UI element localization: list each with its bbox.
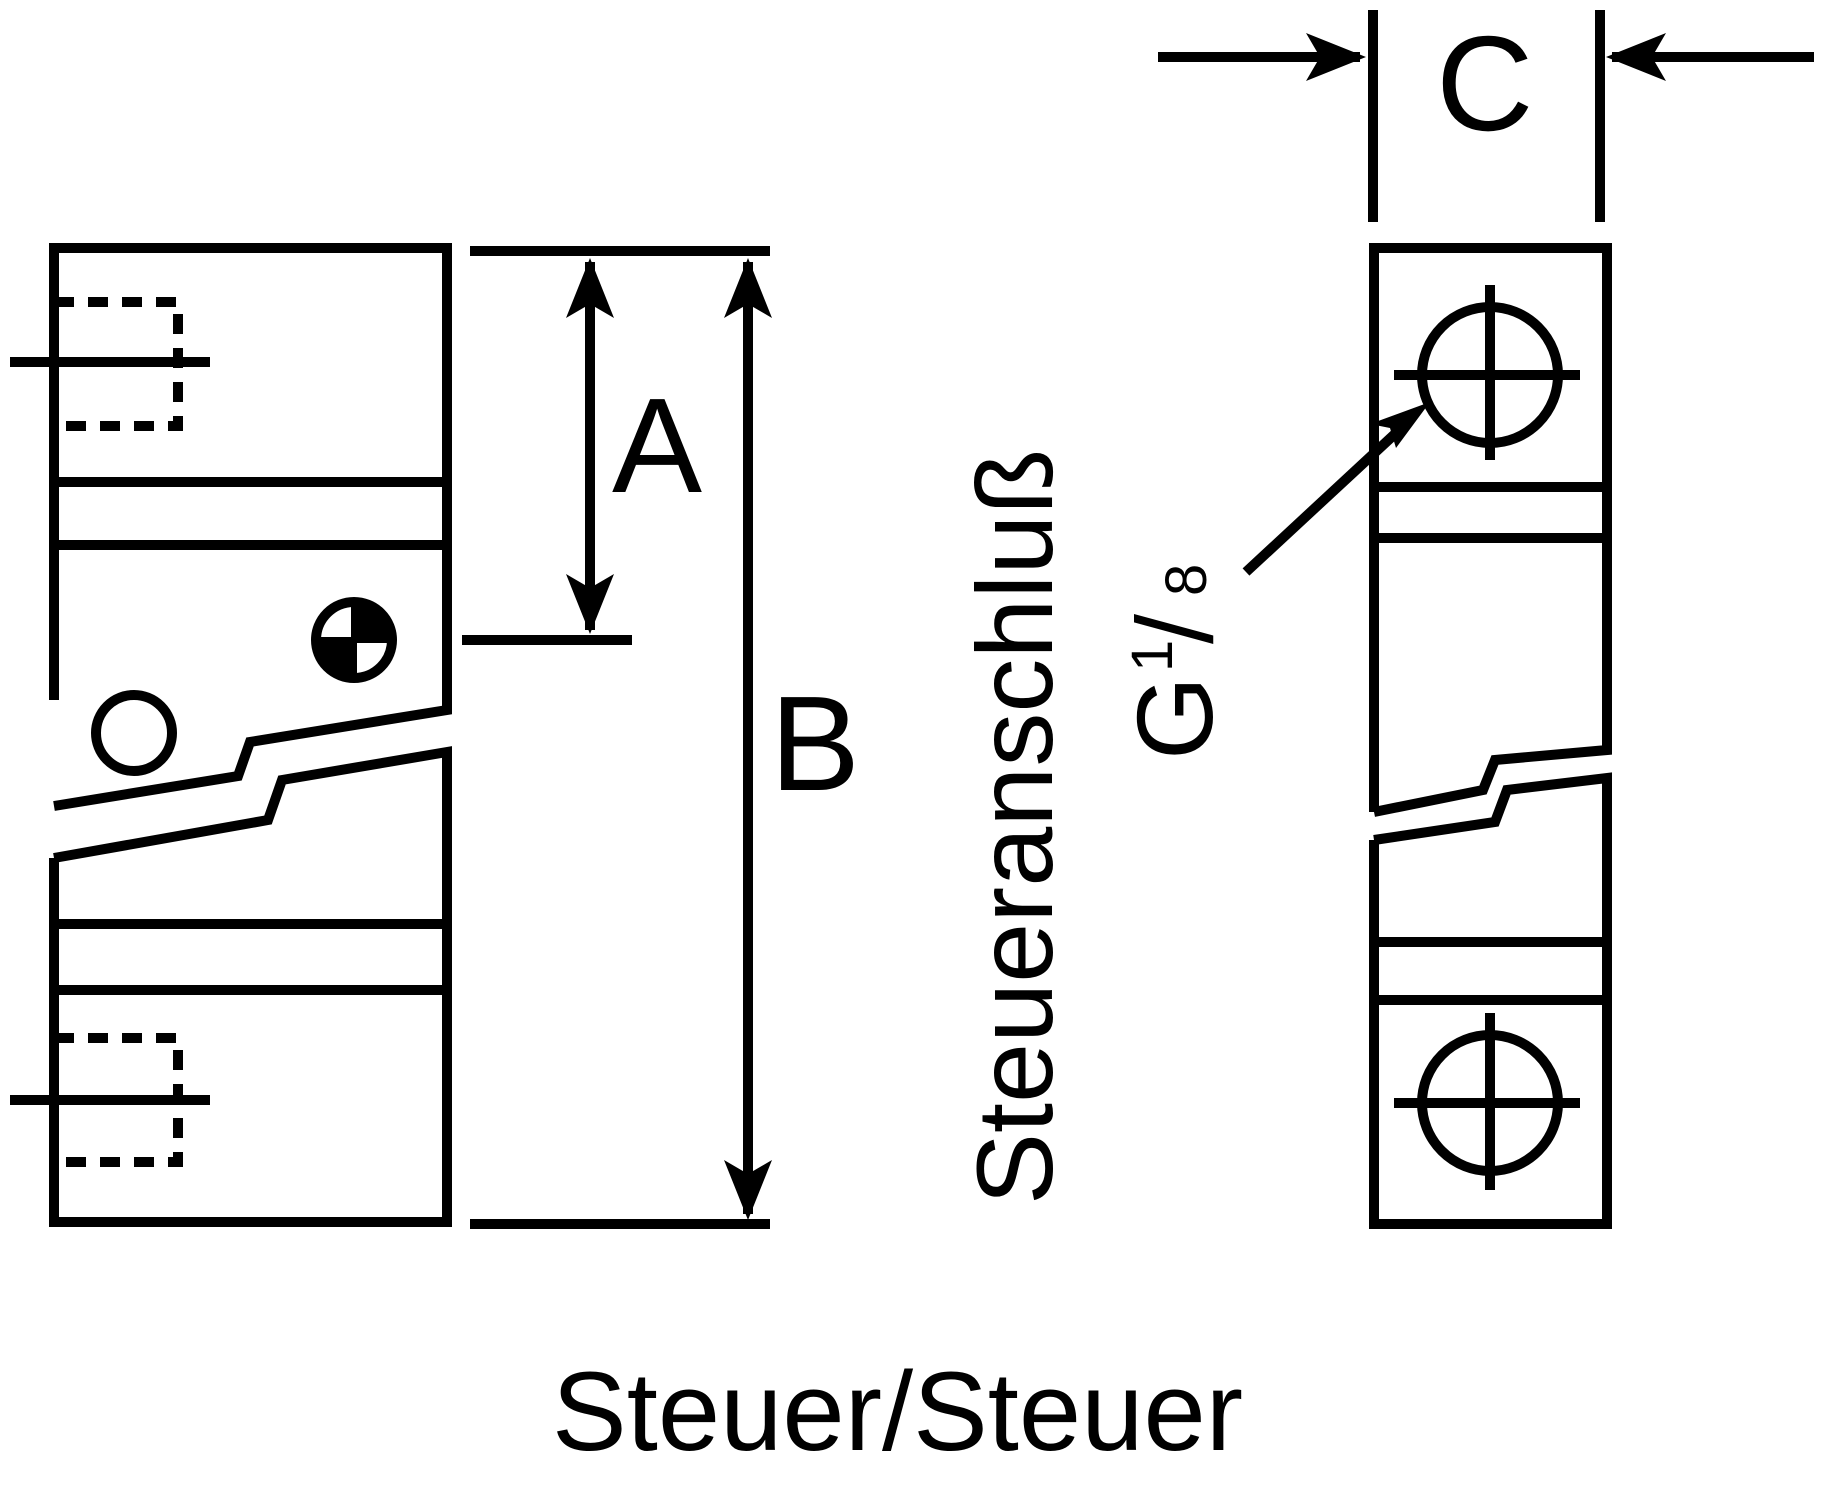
dimension-C-label: C (1436, 8, 1534, 159)
dimension-B-label: B (770, 668, 860, 819)
dimension-A: A (462, 246, 770, 645)
thread-spec: G 1 / 8 (1114, 564, 1235, 760)
dimension-A-label: A (612, 370, 702, 521)
end-upper-outline (1369, 243, 1612, 817)
port-label: Steueranschluß G 1 / 8 (954, 402, 1430, 1205)
lower-mount-hole (10, 1026, 210, 1176)
dimension-B: B (470, 258, 860, 1229)
upper-mount-hole (10, 290, 210, 440)
crosshair-circle-icon (1394, 285, 1580, 460)
thread-numerator: 1 (1120, 640, 1185, 672)
center-of-mass-icon (311, 597, 397, 683)
port-label-text: Steueranschluß (954, 449, 1075, 1205)
crosshair-circle-icon (1394, 1013, 1580, 1190)
end-view (1369, 243, 1612, 1229)
caption: Steuer/Steuer (552, 1349, 1243, 1474)
leader-line (1242, 416, 1414, 576)
end-lower-outline (1369, 772, 1612, 1229)
upper-jaw-outline (49, 243, 452, 811)
dimension-C: C (1158, 8, 1814, 222)
circle-icon (91, 690, 177, 776)
thread-slash: / (1114, 614, 1235, 644)
side-view (10, 243, 452, 1227)
thread-G: G (1114, 676, 1235, 760)
lower-jaw-outline (49, 746, 452, 1227)
thread-denominator: 8 (1154, 564, 1219, 596)
leader-arrowhead (1370, 402, 1430, 448)
